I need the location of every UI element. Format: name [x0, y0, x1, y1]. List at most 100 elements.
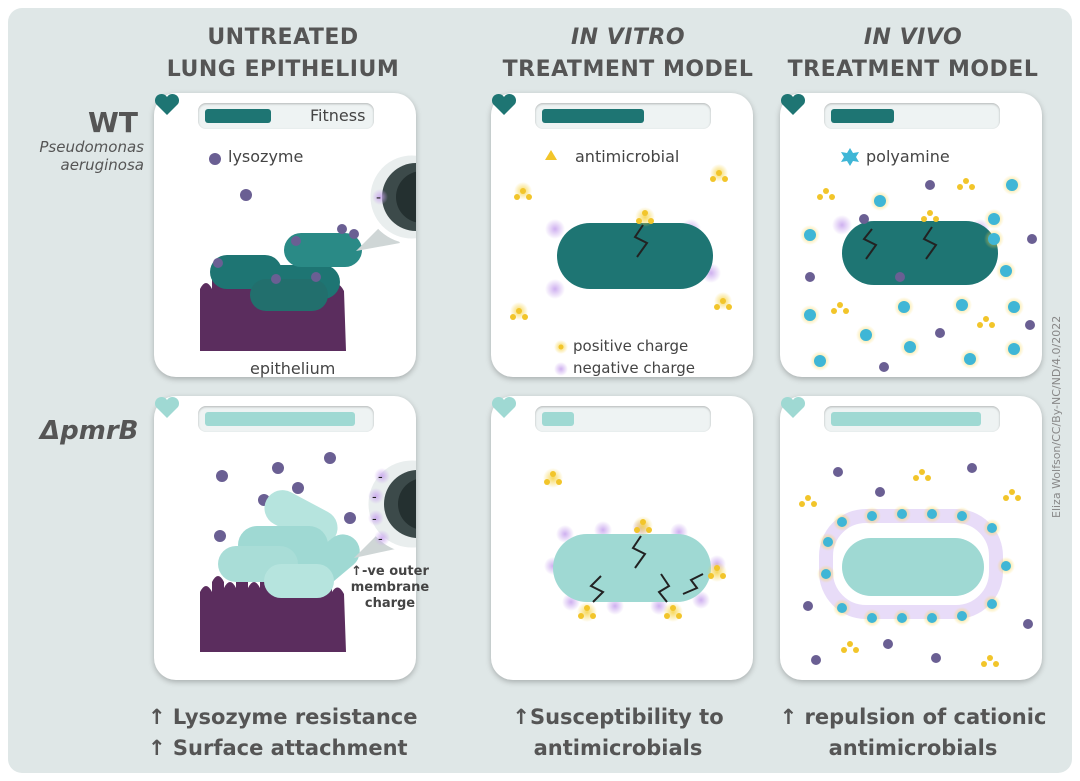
row-label-mutant: ΔpmrB [40, 416, 139, 446]
antimicrobial-cloud [799, 469, 1021, 667]
fitness-bar [198, 103, 374, 129]
footer-invitro-line1: ↑Susceptibility to [512, 705, 724, 729]
header-invivo-line2: TREATMENT MODEL [787, 57, 1039, 82]
panel-mut-untreated: ---- ↑-ve outer membrane charge [154, 396, 429, 680]
callout-line2: membrane [350, 580, 430, 595]
wt-invivo-illustration [800, 148, 1037, 372]
antimicrobial [635, 207, 655, 227]
footer-untreated-line2: ↑ Surface attachment [148, 736, 408, 760]
figure: UNTREATED LUNG EPITHELIUM IN VITRO TREAT… [8, 8, 1072, 773]
footer-untreated: ↑ Lysozyme resistance ↑ Surface attachme… [148, 702, 417, 764]
panel-wt-invivo: polyamine [780, 93, 1042, 377]
species-genus: Pseudomonas [39, 138, 144, 156]
membrane-crack [633, 224, 649, 258]
negative-charge [374, 468, 390, 484]
footer-invitro: ↑Susceptibility to antimicrobials [488, 702, 748, 764]
header-invivo: IN VIVO TREATMENT MODEL [768, 22, 1058, 86]
footer-invitro-line2: antimicrobials [533, 736, 703, 760]
negative-sign: - [376, 190, 381, 206]
fitness-bar [824, 406, 1000, 432]
negative-signs: ---- [372, 470, 383, 547]
lysozyme [349, 229, 359, 239]
callout-line1: ↑-ve outer [351, 564, 429, 579]
antimicrobial-icon [545, 150, 557, 160]
heart-icon [491, 93, 517, 115]
bacterium-mutant [842, 538, 984, 596]
membrane-core [396, 171, 416, 223]
heart-icon [154, 396, 180, 418]
fitness-bar [535, 406, 711, 432]
header-invitro-line1: IN VITRO [570, 25, 686, 50]
fitness-fill [205, 412, 355, 426]
fitness-label: Fitness [310, 106, 366, 125]
footer-untreated-line1: ↑ Lysozyme resistance [148, 705, 418, 729]
negative-charge [545, 219, 565, 239]
lysozyme [337, 224, 347, 234]
footer-invivo: ↑ repulsion of cationic antimicrobials [768, 702, 1058, 764]
header-invitro: IN VITRO TREATMENT MODEL [483, 22, 773, 86]
bacterium [250, 279, 328, 311]
lysozyme [271, 274, 281, 284]
svg-text:-: - [372, 512, 377, 527]
bacterium [264, 564, 334, 598]
polyamine-ring [817, 505, 1015, 627]
footer-invivo-line2: antimicrobials [828, 736, 998, 760]
antimicrobial-legend: antimicrobial [575, 147, 680, 166]
mut-invivo-illustration [799, 463, 1033, 667]
header-invitro-line2: TREATMENT MODEL [502, 57, 754, 82]
negative-charge [374, 530, 390, 546]
lysozyme [291, 236, 301, 246]
polyamine-legend: polyamine [866, 147, 950, 166]
membrane-charge-callout: ↑-ve outer membrane charge [350, 564, 430, 612]
lysozyme-legend: lysozyme [228, 147, 304, 166]
mut-untreated-illustration: ---- [200, 452, 416, 652]
heart-icon [780, 93, 806, 115]
bacterium-wt [842, 221, 998, 285]
svg-text:-: - [378, 470, 383, 485]
panel-wt-untreated: Fitness - [154, 93, 416, 378]
positive-charge-label: positive charge [573, 337, 689, 355]
fitness-fill [831, 412, 981, 426]
lysozyme-cloud [805, 180, 1037, 372]
negative-charge [368, 488, 384, 504]
negative-charge [372, 189, 388, 205]
wt-invitro-illustration [510, 150, 732, 376]
positive-charge-dot [558, 344, 564, 350]
lysozyme-cloud [803, 463, 1033, 665]
fitness-bar [198, 406, 374, 432]
polyamine-icon [841, 148, 859, 166]
heart-icon [491, 396, 517, 418]
antimicrobial-cloud [817, 178, 995, 328]
epithelium-label: epithelium [250, 359, 336, 378]
wt-untreated-illustration: - [200, 150, 416, 351]
panel-wt-invitro: antimicrobial positive charge negative c… [491, 93, 753, 377]
lysozyme-icon [209, 153, 221, 165]
footer-invivo-line1: ↑ repulsion of cationic [779, 705, 1047, 729]
negative-charge-icon [554, 362, 568, 376]
negative-charge [545, 279, 565, 299]
species-epithet: aeruginosa [60, 156, 144, 174]
svg-text:-: - [378, 532, 383, 547]
credit-text: Eliza Wolfson/CC/By-NC/ND/4.0/2022 [1050, 315, 1063, 518]
polyamine-cloud [800, 175, 1024, 371]
negative-charge-label: negative charge [573, 359, 695, 377]
antimicrobial [714, 292, 732, 310]
antimicrobial-attack [577, 516, 727, 622]
negative-charge [832, 215, 852, 235]
fitness-fill [831, 109, 894, 123]
antimicrobial [510, 302, 528, 320]
header-untreated: UNTREATED LUNG EPITHELIUM [138, 22, 428, 86]
lysozyme [311, 272, 321, 282]
fitness-bar [535, 103, 711, 129]
callout-line3: charge [364, 596, 416, 611]
lysozyme [240, 189, 252, 201]
svg-text:-: - [372, 490, 377, 505]
panel-mut-invitro [491, 396, 753, 680]
fitness-fill [205, 109, 271, 123]
fitness-fill [542, 412, 574, 426]
fitness-fill [542, 109, 644, 123]
negative-charge-halo [819, 509, 1003, 619]
antimicrobial [710, 164, 728, 182]
lysozyme [213, 258, 223, 268]
lysozyme-cloud [214, 452, 356, 542]
